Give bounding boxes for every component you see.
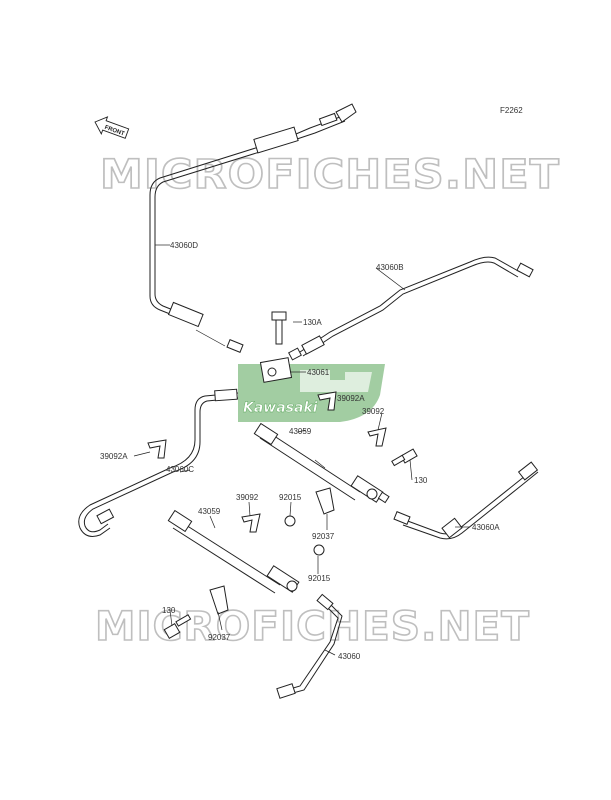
brake-pipe-43060d xyxy=(149,103,357,353)
label-43060c: 43060C xyxy=(166,465,194,474)
brake-pipe-43060b xyxy=(288,256,534,361)
brake-pipe-43060c xyxy=(78,388,239,537)
clip-39092a-upper xyxy=(317,391,337,411)
brake-pipe-43060a xyxy=(393,461,539,540)
label-39092a-left: 39092A xyxy=(100,452,128,461)
watermark-top: MICROFICHES.NET xyxy=(100,152,560,198)
brake-pipe-43060 xyxy=(276,593,343,699)
bolt-130-left xyxy=(163,614,192,640)
label-39092-right: 39092 xyxy=(362,407,385,416)
label-39092a-upper: 39092A xyxy=(337,394,365,403)
nut-92015-lower xyxy=(313,544,325,556)
label-43060d: 43060D xyxy=(170,241,198,250)
label-43060: 43060 xyxy=(338,652,361,661)
label-92037-lower: 92037 xyxy=(208,633,231,642)
label-43059-upper: 43059 xyxy=(289,427,312,436)
label-43060b: 43060B xyxy=(376,263,404,272)
bolt-130-right xyxy=(391,448,418,467)
label-92037-upper: 92037 xyxy=(312,532,335,541)
label-92015-upper: 92015 xyxy=(279,493,302,502)
kawasaki-logo-text: Kawasaki xyxy=(243,400,318,416)
clip-39092-lower xyxy=(241,513,261,533)
bracket-92037-upper xyxy=(315,487,335,515)
joint-43061 xyxy=(259,357,293,383)
label-92015-lower: 92015 xyxy=(308,574,331,583)
brake-hose-43059-upper xyxy=(253,422,390,504)
clip-39092-right xyxy=(367,427,387,447)
label-130-right: 130 xyxy=(414,476,428,485)
label-43060a: 43060A xyxy=(472,523,500,532)
brake-hose-43059-lower xyxy=(167,509,300,594)
clip-39092a-left xyxy=(147,439,167,459)
bracket-92037-lower xyxy=(209,585,229,615)
label-130a: 130A xyxy=(303,318,322,327)
watermark-bottom: MICROFICHES.NET xyxy=(95,604,530,650)
bolt-130a xyxy=(271,311,287,345)
front-arrow-icon: FRONT xyxy=(94,116,130,139)
figure-code: F2262 xyxy=(500,106,523,115)
label-43059-lower: 43059 xyxy=(198,507,221,516)
nut-92015-upper xyxy=(284,515,296,527)
label-130-left: 130 xyxy=(162,606,176,615)
label-39092-lower: 39092 xyxy=(236,493,259,502)
label-43061: 43061 xyxy=(307,368,330,377)
